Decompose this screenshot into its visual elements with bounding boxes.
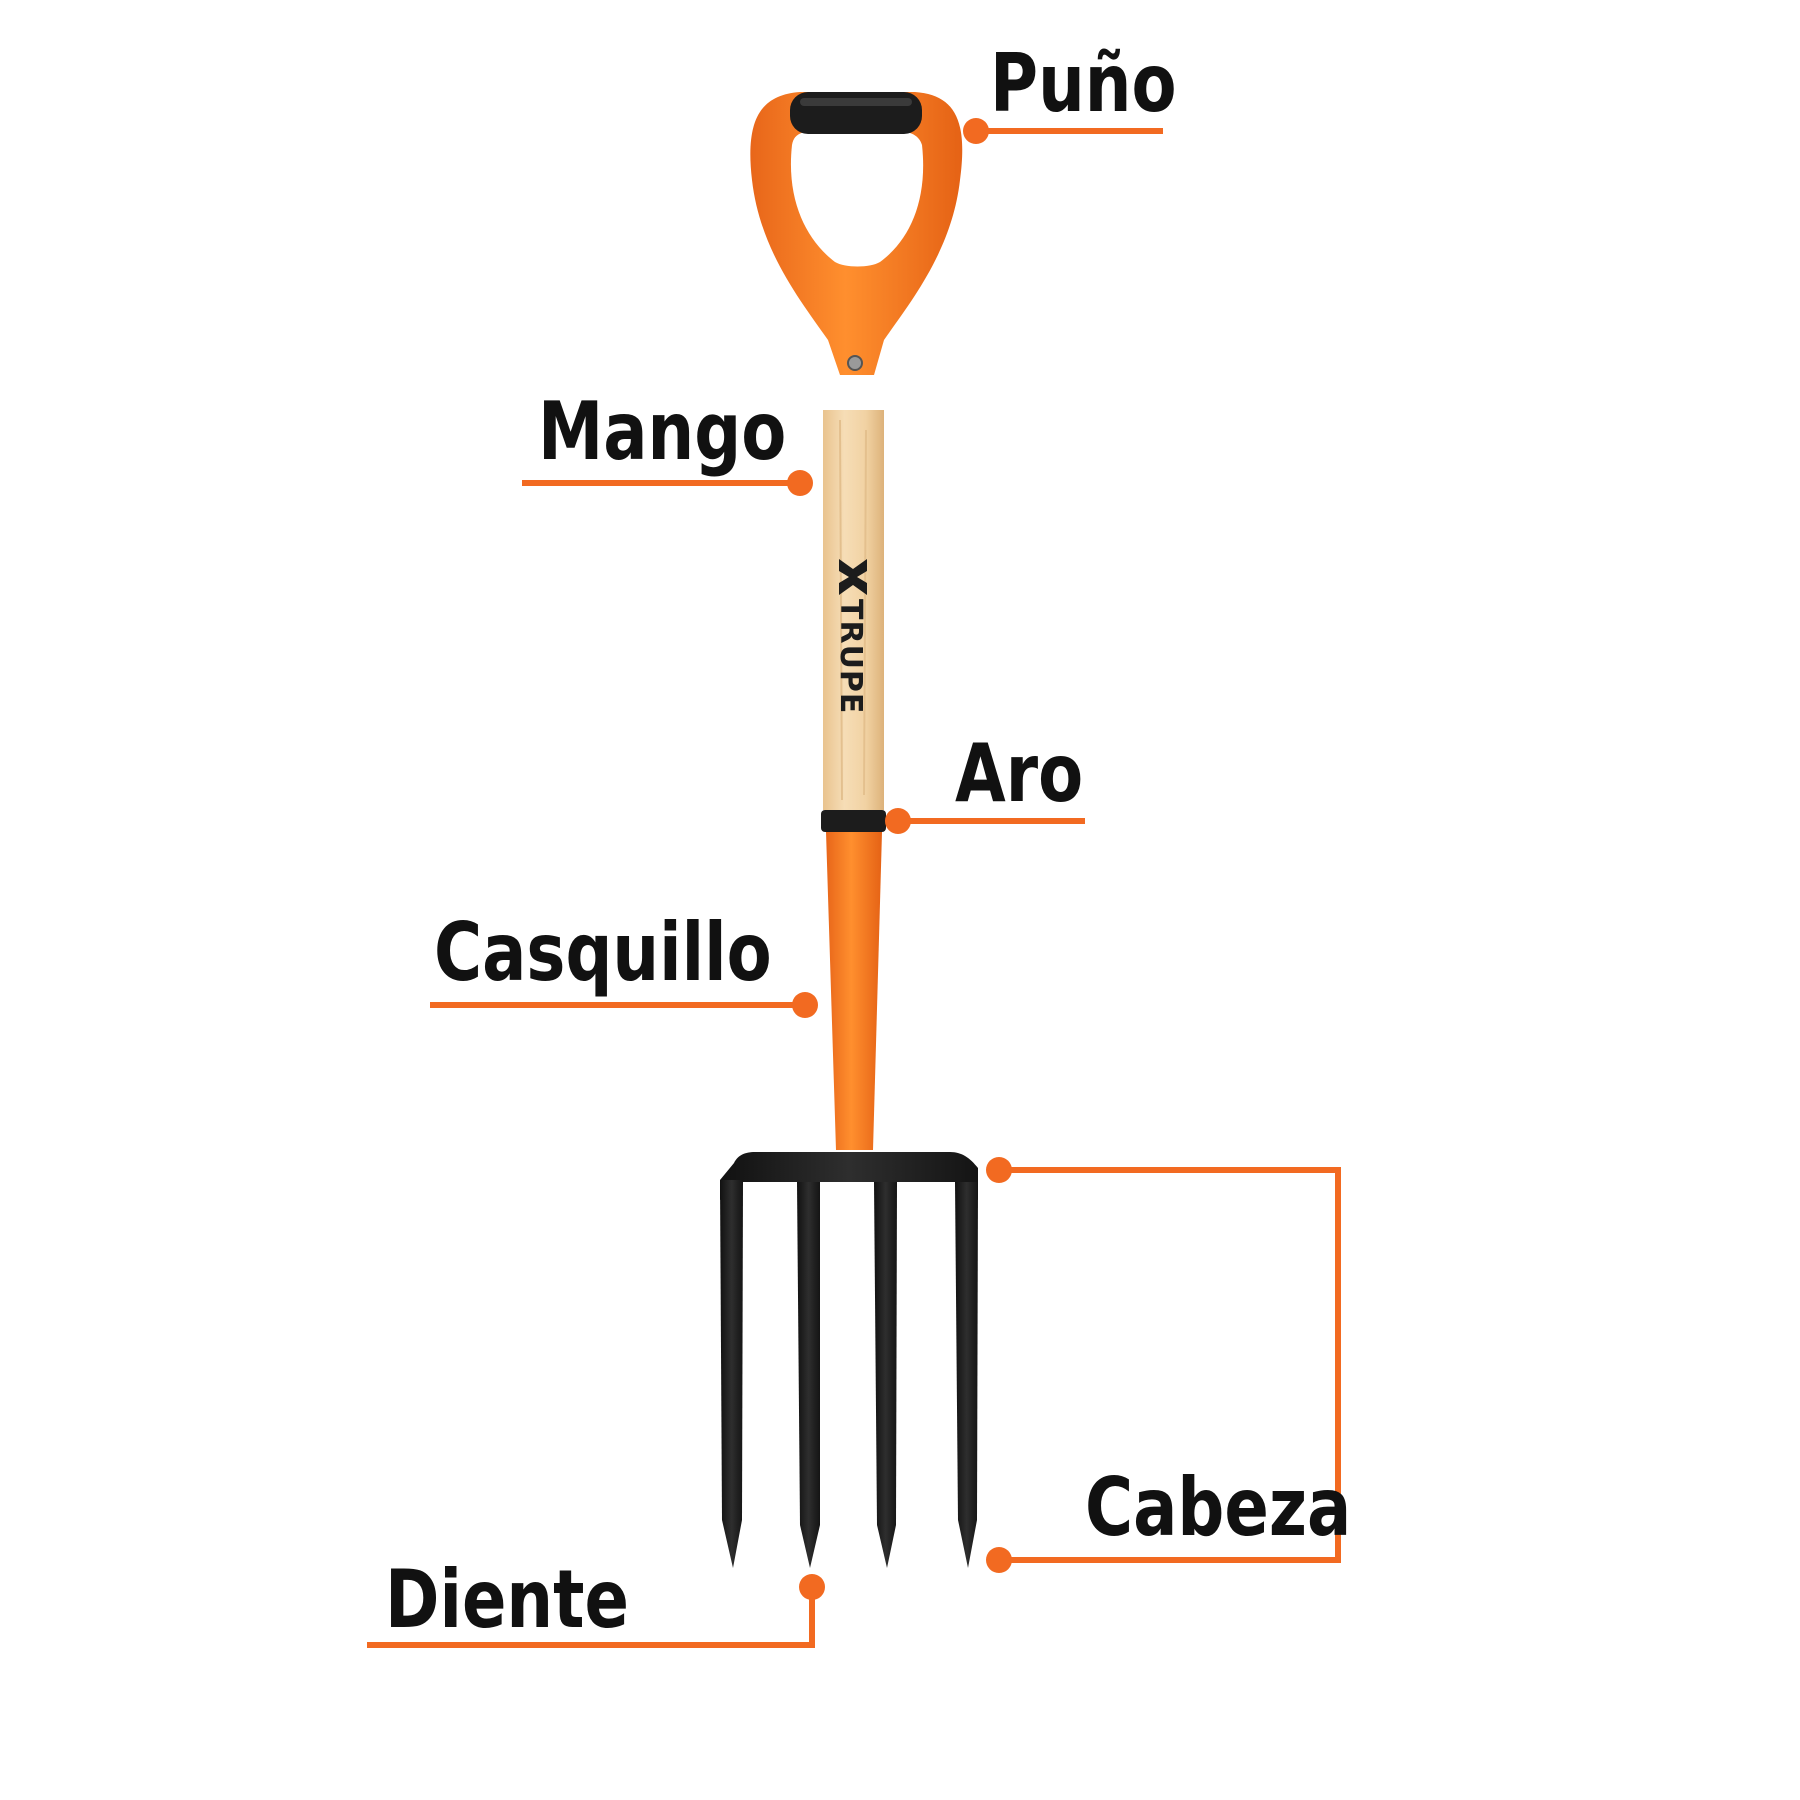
- tine-1: [720, 1180, 743, 1568]
- ferrule: [826, 832, 882, 1150]
- label-cabeza: Cabeza: [1085, 1461, 1352, 1554]
- label-mango: Mango: [538, 385, 787, 478]
- callouts: [367, 128, 1341, 1648]
- brand-logo-text: TRUPER: [833, 599, 868, 715]
- callout-dot-mango: [787, 470, 813, 496]
- tine-4: [955, 1182, 978, 1568]
- label-puno: Puño: [990, 37, 1177, 130]
- callout-dot-cabeza-top: [986, 1157, 1012, 1183]
- label-diente: Diente: [385, 1553, 629, 1646]
- fork-head: [720, 1152, 978, 1568]
- brand-logo: TRUPER: [829, 555, 877, 739]
- callout-dot-diente: [799, 1574, 825, 1600]
- truper-x-icon: [839, 559, 867, 595]
- tine-3: [874, 1182, 897, 1568]
- callout-line-diente: [367, 1587, 815, 1648]
- tine-2: [797, 1182, 820, 1568]
- label-casquillo: Casquillo: [434, 906, 772, 999]
- callout-bracket-cabeza: [1000, 1167, 1341, 1563]
- callout-dot-aro: [885, 808, 911, 834]
- label-aro: Aro: [955, 727, 1084, 820]
- ring-collar: [821, 810, 886, 832]
- wooden-shaft: [823, 410, 884, 810]
- callout-dot-casquillo: [792, 992, 818, 1018]
- callout-dot-puno: [963, 118, 989, 144]
- d-grip-handle: [750, 92, 963, 375]
- callout-dot-cabeza-bottom: [986, 1547, 1012, 1573]
- rivet: [847, 355, 863, 371]
